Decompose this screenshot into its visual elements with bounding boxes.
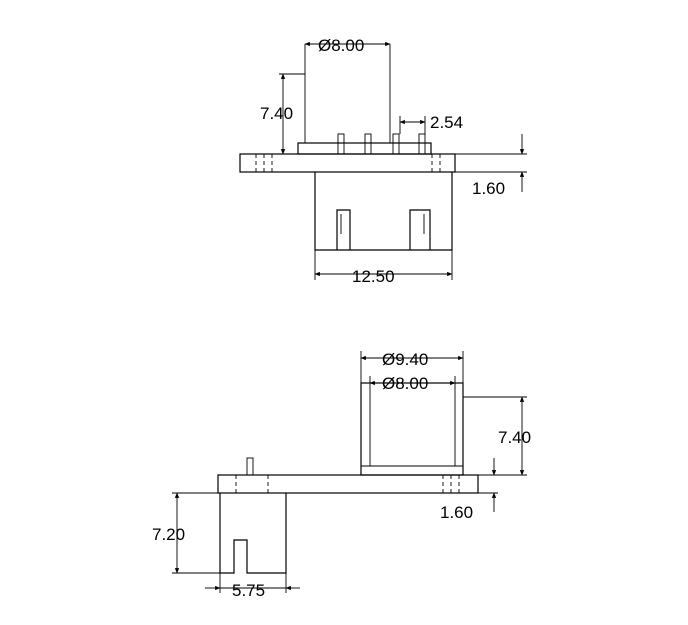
bottom-dim-leg-width: 5.75 <box>232 581 265 600</box>
bottom-cup-outer <box>360 382 464 476</box>
top-dim-diameter: Ø8.00 <box>318 36 364 55</box>
bottom-plate <box>217 474 479 494</box>
bottom-dim-thickness: 1.60 <box>440 503 473 522</box>
top-cup-base <box>297 142 432 155</box>
top-dim-pitch: 2.54 <box>430 113 463 132</box>
bottom-leg <box>219 493 287 574</box>
top-pins <box>337 133 426 155</box>
bottom-dim-inner-diameter: Ø8.00 <box>382 374 428 393</box>
top-dim-thickness: 1.60 <box>472 179 505 198</box>
top-dim-height: 7.40 <box>260 104 293 123</box>
bottom-pin <box>246 457 254 476</box>
bottom-dim-outer-diameter: Ø9.40 <box>382 350 428 369</box>
top-dim-width: 12.50 <box>352 267 395 286</box>
top-view: Ø8.00 7.40 2.54 1.60 12.50 <box>239 36 527 286</box>
bottom-view: Ø9.40 Ø8.00 7.40 1.60 7.20 5.75 <box>152 350 531 600</box>
bottom-dim-leg-height: 7.20 <box>152 525 185 544</box>
top-body <box>314 172 453 251</box>
bottom-dim-height: 7.40 <box>498 428 531 447</box>
